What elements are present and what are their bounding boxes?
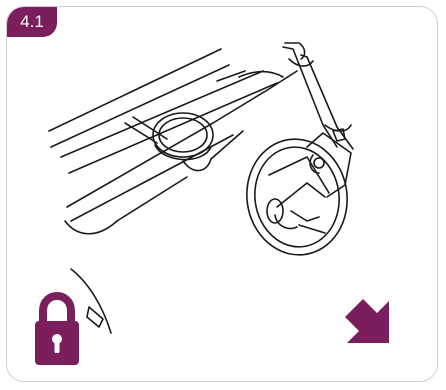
rear-wheel-partial: [70, 268, 112, 334]
center-hub: [152, 112, 214, 161]
front-wheel: [246, 138, 348, 256]
front-leg: [282, 42, 354, 198]
lock-icon: [35, 292, 79, 365]
arrow-down-right-icon: [345, 299, 389, 343]
instruction-panel: 4.1: [6, 6, 438, 382]
step-number: 4.1: [7, 7, 57, 37]
stroller-frame: [48, 48, 298, 235]
stroller-illustration: [35, 42, 389, 365]
